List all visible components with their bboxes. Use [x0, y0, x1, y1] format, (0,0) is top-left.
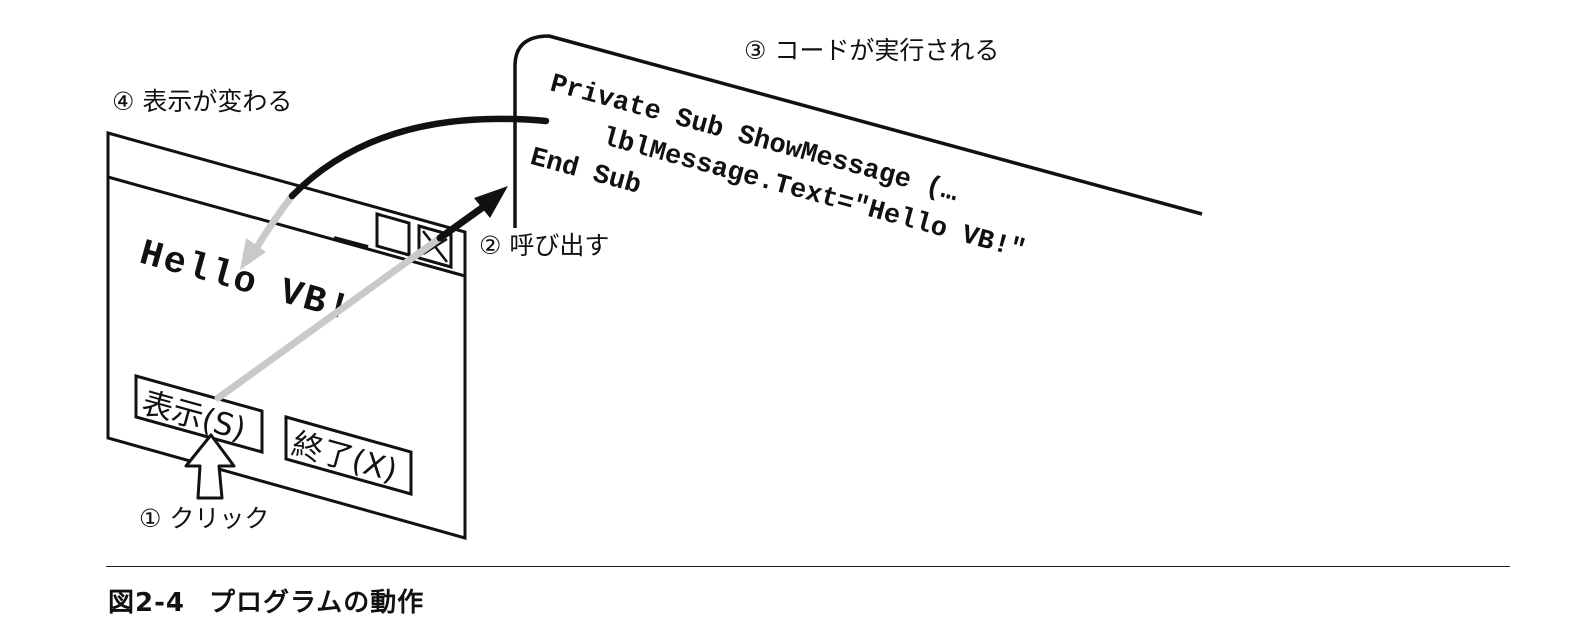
mouse-cursor-icon — [184, 433, 236, 500]
maximize-icon[interactable] — [375, 212, 411, 257]
code-sheet: Private Sub ShowMessage (… lblMessage.Te… — [513, 34, 1203, 267]
call-arrow — [436, 186, 508, 242]
minimize-icon[interactable] — [333, 236, 369, 249]
return-arrow — [288, 115, 550, 200]
step1-label: ① クリック — [139, 504, 269, 533]
step2-label: ② 呼び出す — [479, 231, 609, 260]
step3-label: ③ コードが実行される — [744, 36, 999, 65]
figure-title: プログラムの動作 — [208, 588, 425, 618]
figure-caption: 図2-4 プログラムの動作 — [108, 582, 424, 619]
step4-label: ④ 表示が変わる — [112, 87, 292, 116]
gray-flow-lines — [214, 193, 444, 402]
figure-number: 図2-4 — [108, 588, 185, 618]
caption-divider — [106, 566, 1510, 567]
app-window: Hello VB! 表示(S) 終了(X) — [106, 131, 467, 540]
